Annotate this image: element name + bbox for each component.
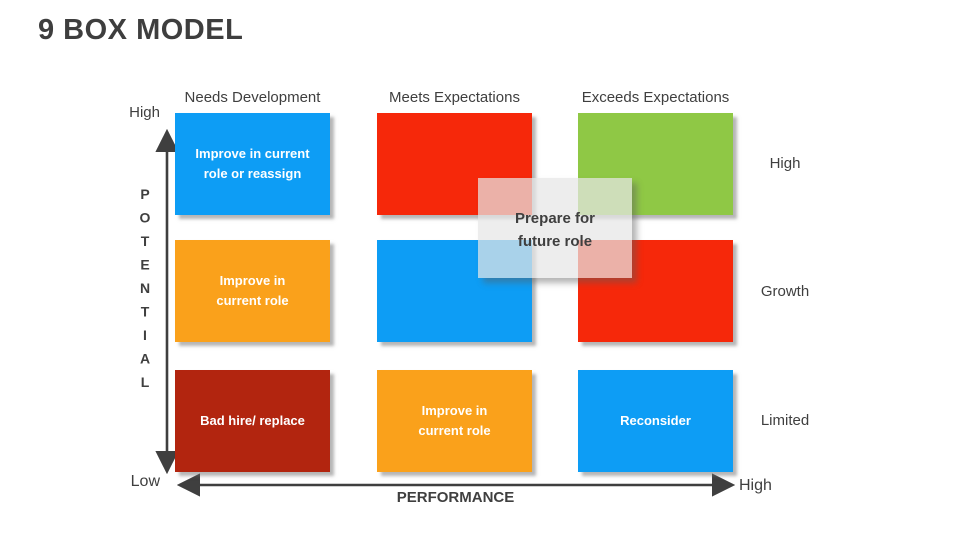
grid-cell-limited-meets-expectations: Improve in current role: [377, 370, 532, 472]
overlay-label: Prepare for future role: [514, 209, 596, 250]
y-axis-low-label: Low: [130, 473, 160, 490]
column-header-meets-expectations: Meets Expectations: [389, 89, 520, 106]
row-label-growth: Growth: [760, 283, 810, 300]
column-header-exceeds-expectations: Exceeds Expectations: [581, 89, 730, 106]
grid-cell-limited-exceeds-expectations: Reconsider: [578, 370, 733, 472]
cell-label: Reconsider: [620, 412, 691, 428]
grid-cell-limited-needs-development: Bad hire/ replace: [175, 370, 330, 472]
performance-axis-title: PERFORMANCE: [396, 489, 515, 506]
column-header-needs-development: Needs Development: [184, 89, 321, 106]
grid-cell-high-needs-development: Improve in current role or reassign: [175, 113, 330, 215]
potential-axis-title: POTENTIAL: [137, 186, 153, 398]
y-axis-high-label: High: [129, 104, 160, 121]
row-label-high: High: [769, 155, 801, 172]
row-label-limited: Limited: [760, 412, 810, 429]
cell-label: Improve in current role: [216, 272, 289, 308]
cell-label: Improve in current role or reassign: [195, 145, 310, 181]
cell-label: Improve in current role: [418, 402, 491, 438]
cell-label: Bad hire/ replace: [200, 412, 305, 428]
prepare-future-role-overlay: Prepare for future role: [478, 178, 632, 278]
x-axis-high-label: High: [739, 477, 772, 494]
grid-cell-growth-needs-development: Improve in current role: [175, 240, 330, 342]
page-title: 9 BOX MODEL: [38, 14, 244, 46]
